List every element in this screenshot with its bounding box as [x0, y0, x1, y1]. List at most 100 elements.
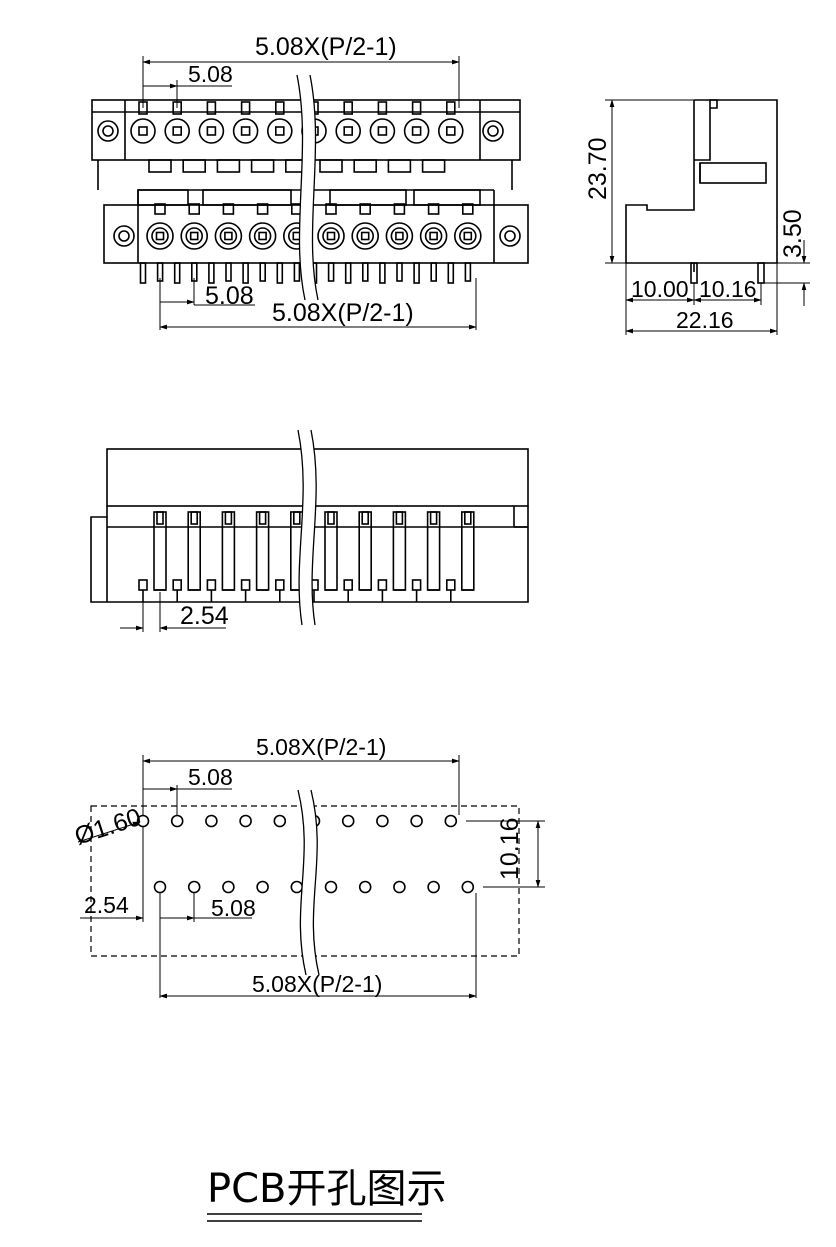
plug-terminal-square [445, 126, 456, 136]
pcb-pin [173, 262, 181, 284]
header-terminal-inner [356, 227, 375, 245]
front-pin [240, 579, 251, 591]
dim-pcb-pitch-top-label: 5.08 [188, 764, 233, 790]
dim-top-span-label: 5.08X(P/2-1) [255, 33, 397, 61]
dim-pcb-offset-label: 2.54 [84, 892, 129, 918]
front-housing-top [106, 448, 529, 507]
plug-screw-head [411, 101, 422, 115]
pcb-hole-top [410, 814, 423, 828]
dim-pcb-pitch-bottom-label: 5.08 [211, 895, 256, 921]
header-latch [359, 203, 372, 215]
header-terminal-square [224, 231, 233, 241]
header-terminal [453, 222, 482, 250]
dim-pcb-row-label: 10.16 [496, 817, 524, 880]
plug-terminal [403, 118, 430, 144]
contact-tip [292, 511, 301, 525]
header-terminal-inner [322, 227, 340, 245]
front-pin [445, 579, 456, 591]
header-terminal [146, 222, 174, 250]
front-pin [343, 579, 354, 591]
latch-tab [182, 159, 206, 173]
dim-top-span: 5.08X(P/2-1) [142, 33, 460, 108]
pcb-hole-bottom [153, 880, 167, 894]
plug-terminal [437, 118, 464, 144]
dim-front-offset-label: 2.54 [180, 602, 229, 630]
plug-terminal-square [377, 126, 388, 136]
pcb-pin [379, 262, 386, 284]
dim-pcb-span-bottom: 5.08X(P/2-1) [159, 893, 477, 999]
header-terminal-square [429, 231, 438, 241]
pcb-hole-top [341, 814, 355, 828]
dim-pcb-span-top: 5.08X(P/2-1) [142, 734, 460, 815]
dim-pcb-offset: 2.54 [80, 827, 161, 998]
page-title: PCB开孔图示 [207, 1166, 447, 1212]
contact-tip [327, 511, 335, 525]
dim-side-total-label: 22.16 [676, 307, 734, 333]
top-view: 5.08X(P/2-1) 5.08 [91, 33, 529, 330]
header-terminal [180, 222, 208, 250]
pcb-hole-bottom [324, 880, 338, 894]
pcb-hole-top [273, 814, 287, 828]
pcb-hole-bottom [187, 880, 201, 894]
pcb-hole-top [239, 814, 252, 828]
plug-terminal [369, 118, 396, 144]
header-rib [329, 189, 407, 206]
header-terminal-square [463, 231, 473, 241]
dim-side-pin-label: 3.50 [779, 209, 807, 258]
side-view: 23.70 3.50 10.00 10.16 22.16 [584, 99, 810, 335]
contact-tip [429, 511, 438, 525]
dim-pcb-hole: Ø1.60 [71, 803, 144, 851]
plug-terminal [198, 118, 225, 144]
plug-screw-head [445, 101, 456, 115]
header-terminal [214, 222, 243, 250]
pcb-pin [464, 262, 472, 282]
header-rib [137, 189, 189, 206]
pcb-pin [327, 262, 335, 282]
header-screw-right [499, 225, 521, 247]
dim-side-total: 22.16 [625, 263, 778, 335]
pcb-layout: 5.08X(P/2-1) 5.08 Ø1.60 10.16 2.54 [71, 734, 545, 999]
pcb-pin [413, 262, 420, 284]
plug-terminal-square [172, 126, 182, 136]
dim-front-offset: 2.54 [120, 592, 229, 632]
contact-tip [224, 511, 233, 525]
plug-screw-head [240, 101, 251, 115]
header-latch [222, 203, 235, 215]
pcb-hole-bottom [393, 880, 406, 894]
plug-terminal-square [240, 126, 251, 136]
front-pin [411, 579, 422, 591]
pcb-hole-top [376, 814, 389, 828]
plug-terminal [266, 118, 293, 144]
plug-terminal-square [138, 126, 148, 136]
pcb-pin [430, 262, 438, 282]
header-terminal-inner [219, 227, 238, 245]
header-latch [188, 203, 200, 215]
dim-side-pin: 3.50 [764, 209, 810, 306]
dim-mid-pitch: 5.08 [159, 278, 255, 330]
plug-screw-head [138, 101, 148, 115]
header-terminal-inner [458, 227, 477, 245]
latch-tab [148, 159, 172, 173]
header-terminal-square [189, 231, 199, 241]
dim-side-a-b: 10.00 10.16 [625, 263, 762, 335]
header-terminal-inner [424, 227, 443, 245]
dim-top-pitch-label: 5.08 [188, 61, 233, 87]
pcb-hole-bottom [358, 880, 372, 894]
latch-tab [353, 159, 378, 173]
dim-side-a-label: 10.00 [631, 276, 689, 302]
pcb-hole-top [205, 814, 218, 828]
flange-screw-right [482, 120, 504, 142]
pcb-hole-top [170, 814, 184, 828]
flange-screw-left [97, 120, 119, 142]
dim-pcb-pitch-bottom: 5.08 [160, 893, 256, 922]
header-latch [427, 203, 440, 215]
pcb-hole-top [136, 814, 150, 828]
header-terminal [317, 222, 345, 250]
plug-screw-head [172, 101, 182, 115]
pcb-hole-bottom [461, 880, 475, 894]
pcb-hole-bottom [427, 880, 440, 894]
latch-tab [387, 159, 412, 173]
header-terminal-square [258, 231, 267, 241]
dim-top-pitch: 5.08 [143, 61, 233, 108]
header-terminal-square [155, 231, 165, 241]
